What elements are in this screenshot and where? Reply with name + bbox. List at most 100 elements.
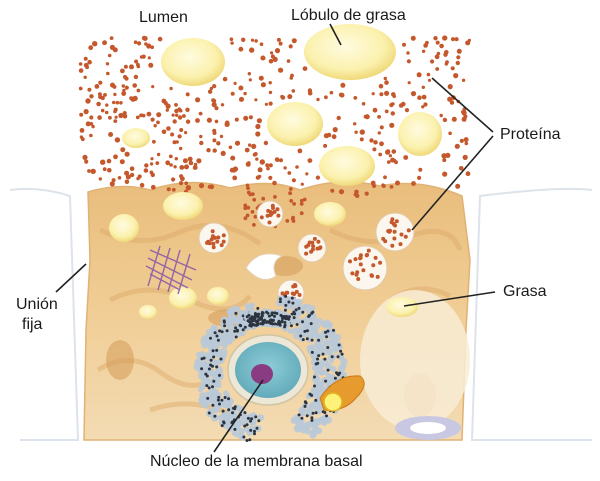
protein-dot xyxy=(98,177,103,181)
protein-dot xyxy=(361,102,366,106)
protein-dot xyxy=(436,51,441,56)
protein-dot xyxy=(188,160,194,166)
protein-dot xyxy=(89,94,94,99)
protein-dot xyxy=(442,117,448,123)
protein-dot xyxy=(421,105,425,109)
leader-protein-lower xyxy=(411,135,494,231)
protein-dot xyxy=(244,147,250,153)
protein-dot xyxy=(251,143,257,149)
protein-dot xyxy=(279,158,283,163)
protein-dot xyxy=(179,146,183,151)
protein-dot xyxy=(156,112,162,118)
protein-dot xyxy=(371,92,375,96)
protein-dot xyxy=(185,185,192,191)
leader-protein-upper xyxy=(431,77,494,133)
protein-dot xyxy=(381,183,385,187)
protein-dot xyxy=(259,159,265,165)
protein-dot xyxy=(268,58,274,64)
golgi-apparatus xyxy=(145,245,197,295)
protein-dot xyxy=(288,187,293,191)
protein-dot xyxy=(78,86,83,91)
protein-dot xyxy=(248,143,252,147)
protein-dot xyxy=(129,96,134,101)
protein-dot xyxy=(156,152,161,157)
protein-dot xyxy=(132,83,137,88)
protein-dot xyxy=(410,35,416,41)
protein-dot xyxy=(230,91,235,96)
protein-dot xyxy=(353,122,357,126)
protein-dot xyxy=(444,62,448,66)
protein-dot xyxy=(220,150,226,156)
leader-fat xyxy=(403,291,496,307)
protein-dot xyxy=(369,138,374,143)
protein-dot xyxy=(187,156,193,162)
protein-dot xyxy=(100,159,106,165)
protein-dot xyxy=(136,64,141,69)
protein-dot xyxy=(124,85,129,90)
protein-dot xyxy=(441,153,447,159)
protein-dot xyxy=(212,84,217,89)
protein-dot xyxy=(288,191,292,196)
protein-dot xyxy=(168,154,173,159)
protein-dot xyxy=(133,74,139,80)
protein-dot xyxy=(195,97,201,103)
protein-dot xyxy=(462,154,468,160)
protein-dot xyxy=(463,137,469,143)
protein-dot xyxy=(289,76,294,80)
protein-dot xyxy=(450,66,455,71)
protein-dot xyxy=(120,147,126,153)
protein-dot xyxy=(316,97,320,102)
protein-dot xyxy=(447,96,453,102)
protein-dot xyxy=(426,72,431,77)
protein-dot xyxy=(146,111,152,117)
protein-dot xyxy=(442,35,448,41)
protein-dot xyxy=(113,92,117,97)
protein-dot xyxy=(115,100,120,105)
protein-dot xyxy=(250,210,255,214)
protein-dot xyxy=(199,140,204,146)
protein-dot xyxy=(174,103,178,107)
protein-dot xyxy=(185,119,191,124)
secretion-cleft xyxy=(245,253,284,281)
protein-dot xyxy=(107,53,112,58)
protein-dot xyxy=(289,199,294,203)
cytoplasm-pale-region xyxy=(360,290,470,430)
protein-dot xyxy=(407,81,411,85)
protein-dot xyxy=(385,149,391,155)
protein-dot xyxy=(234,140,241,146)
protein-dot xyxy=(108,115,112,120)
protein-dot xyxy=(152,139,156,144)
protein-dot xyxy=(207,89,213,94)
protein-dot xyxy=(89,115,94,120)
nucleolus xyxy=(251,364,273,384)
protein-dot xyxy=(433,36,438,41)
protein-dot xyxy=(241,37,246,42)
protein-dot xyxy=(378,152,383,157)
protein-dot xyxy=(272,180,277,186)
protein-dot xyxy=(270,51,274,55)
protein-dot xyxy=(449,100,455,105)
protein-dot xyxy=(451,37,455,42)
protein-dot xyxy=(274,48,281,54)
leader-fat-lobule xyxy=(329,23,342,46)
protein-dot xyxy=(141,54,146,59)
protein-dot xyxy=(243,216,248,221)
protein-dot xyxy=(464,141,469,146)
protein-dot xyxy=(94,84,100,89)
er-arc xyxy=(244,308,293,330)
protein-dot xyxy=(307,158,313,164)
protein-vesicle xyxy=(198,222,230,254)
protein-dot xyxy=(370,180,376,186)
protein-dot xyxy=(107,167,112,173)
protein-dot xyxy=(247,72,251,76)
protein-dot xyxy=(121,84,126,88)
protein-dot xyxy=(234,117,239,122)
protein-dot xyxy=(254,39,258,43)
protein-dot xyxy=(129,64,134,70)
protein-dot xyxy=(465,171,471,177)
protein-dot xyxy=(119,159,125,165)
protein-dot xyxy=(173,165,177,169)
protein-dot xyxy=(102,167,107,172)
protein-dot xyxy=(402,42,406,47)
protein-dot xyxy=(307,88,313,93)
